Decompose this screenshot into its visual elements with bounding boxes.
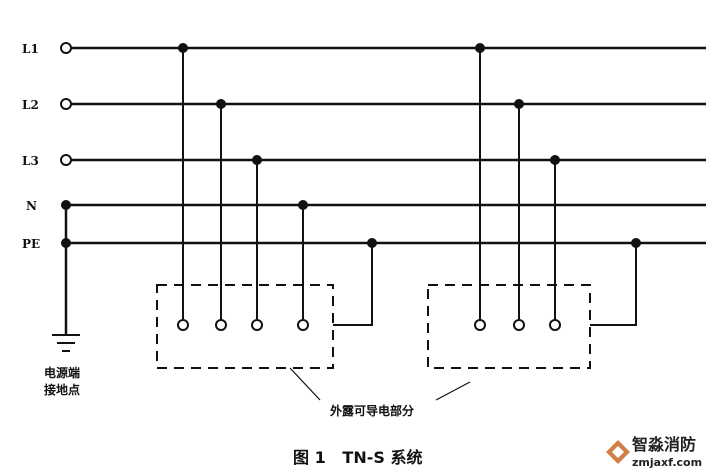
label-N: N — [26, 199, 37, 213]
brand-logo-icon — [606, 440, 630, 464]
source-terminal-L1 — [60, 42, 72, 54]
watermark: 智淼消防 zmjaxf.com — [606, 435, 702, 469]
source-earth-label-2: 接地点 — [44, 382, 80, 397]
source-terminal-L2 — [60, 98, 72, 110]
watermark-url: zmjaxf.com — [632, 456, 702, 469]
equipment-1 — [156, 43, 377, 369]
source-terminal-L3 — [60, 154, 72, 166]
figure-caption: 图 1 TN-S 系统 — [293, 448, 422, 467]
earth-symbol-icon — [52, 334, 80, 352]
source-junction-N — [61, 200, 71, 210]
equipment-2 — [427, 43, 641, 369]
label-L2: L2 — [22, 98, 39, 112]
leader-lines — [289, 367, 471, 401]
label-L1: L1 — [22, 42, 39, 56]
label-PE: PE — [22, 237, 40, 251]
exposed-parts-label: 外露可导电部分 — [330, 403, 414, 418]
source-junction-PE — [61, 238, 71, 248]
source-earth-label-1: 电源端 — [44, 365, 80, 380]
watermark-brand: 智淼消防 — [632, 435, 696, 454]
label-L3: L3 — [22, 154, 39, 168]
